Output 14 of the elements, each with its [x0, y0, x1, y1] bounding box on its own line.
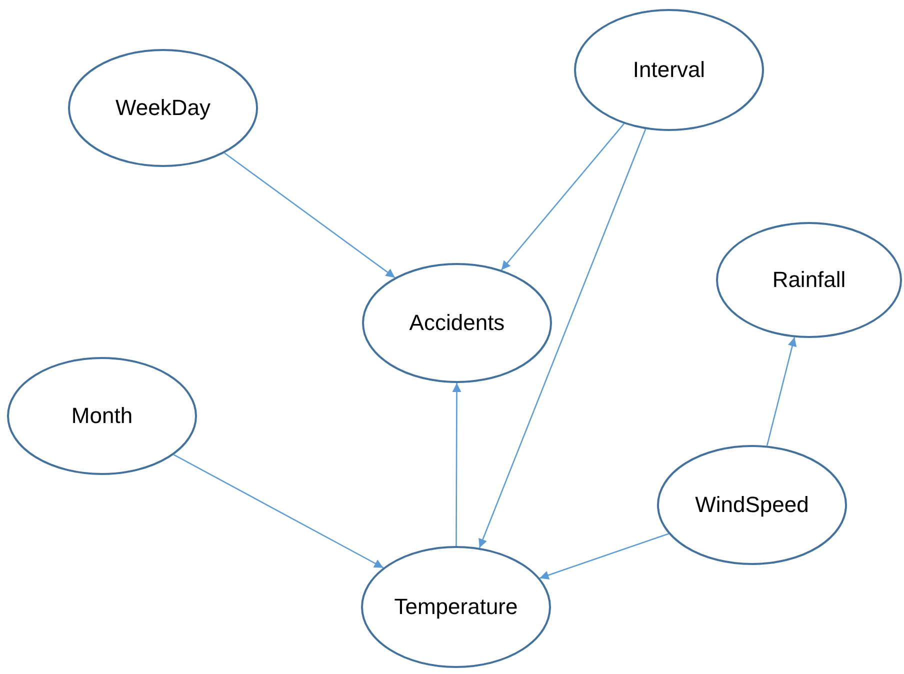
node-label: WeekDay: [116, 95, 210, 121]
node-label: Temperature: [394, 594, 518, 620]
arrow: [500, 123, 624, 270]
arrow: [452, 383, 462, 546]
arrow: [224, 152, 396, 278]
arrow: [478, 128, 646, 548]
node-label: Rainfall: [772, 267, 846, 293]
arrow: [173, 454, 384, 568]
node-label: Accidents: [409, 310, 505, 336]
node-label: WindSpeed: [695, 492, 809, 518]
node-label: Month: [71, 403, 133, 429]
node-label: Interval: [632, 57, 706, 83]
arrow: [766, 337, 797, 446]
arrow: [540, 533, 669, 580]
